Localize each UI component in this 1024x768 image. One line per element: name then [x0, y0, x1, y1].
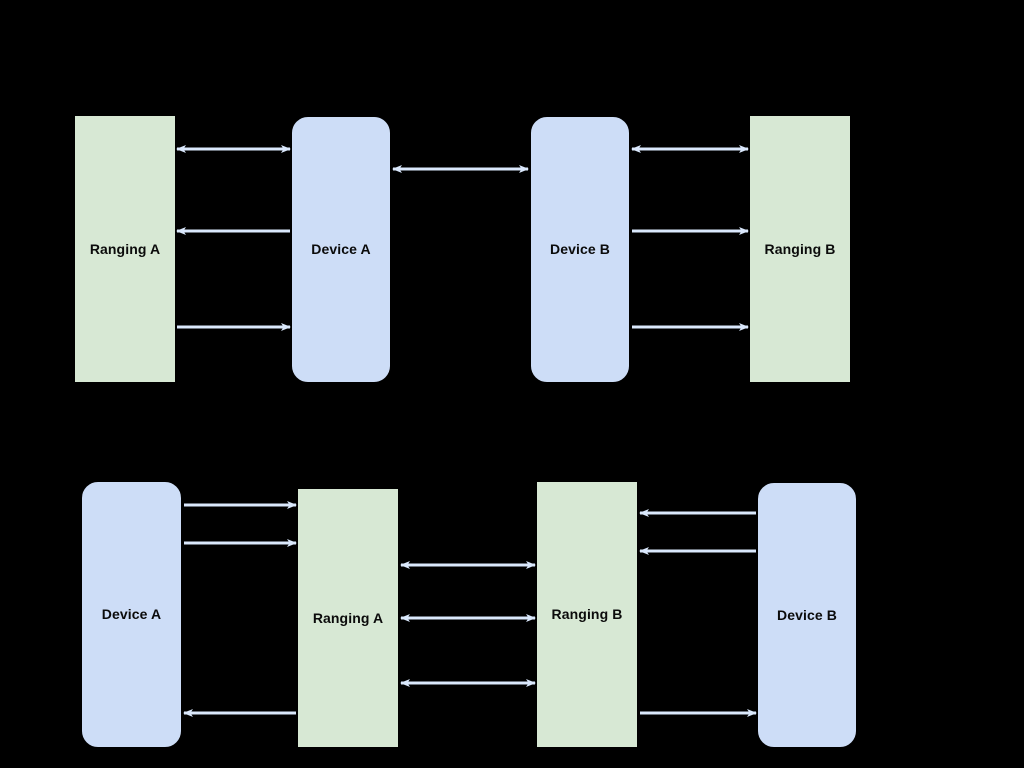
node-label-bot-ranging-b: Ranging B	[551, 606, 623, 623]
node-top-device-b[interactable]: Device B	[531, 117, 629, 382]
node-bot-device-b[interactable]: Device B	[758, 483, 856, 747]
node-top-device-a[interactable]: Device A	[292, 117, 390, 382]
node-label-bot-device-b: Device B	[777, 606, 837, 623]
node-label-top-ranging-a: Ranging A	[89, 240, 161, 257]
node-bot-device-a[interactable]: Device A	[82, 482, 181, 747]
node-bot-ranging-a[interactable]: Ranging A	[298, 489, 398, 747]
node-bot-ranging-b[interactable]: Ranging B	[537, 482, 637, 747]
node-top-ranging-a[interactable]: Ranging A	[75, 116, 175, 382]
node-label-bot-device-a: Device A	[101, 606, 162, 623]
node-label-top-device-b: Device B	[550, 241, 610, 258]
node-label-top-device-a: Device A	[311, 241, 371, 258]
node-top-ranging-b[interactable]: Ranging B	[750, 116, 850, 382]
node-label-bot-ranging-a: Ranging A	[312, 609, 384, 626]
node-label-top-ranging-b: Ranging B	[764, 240, 836, 257]
